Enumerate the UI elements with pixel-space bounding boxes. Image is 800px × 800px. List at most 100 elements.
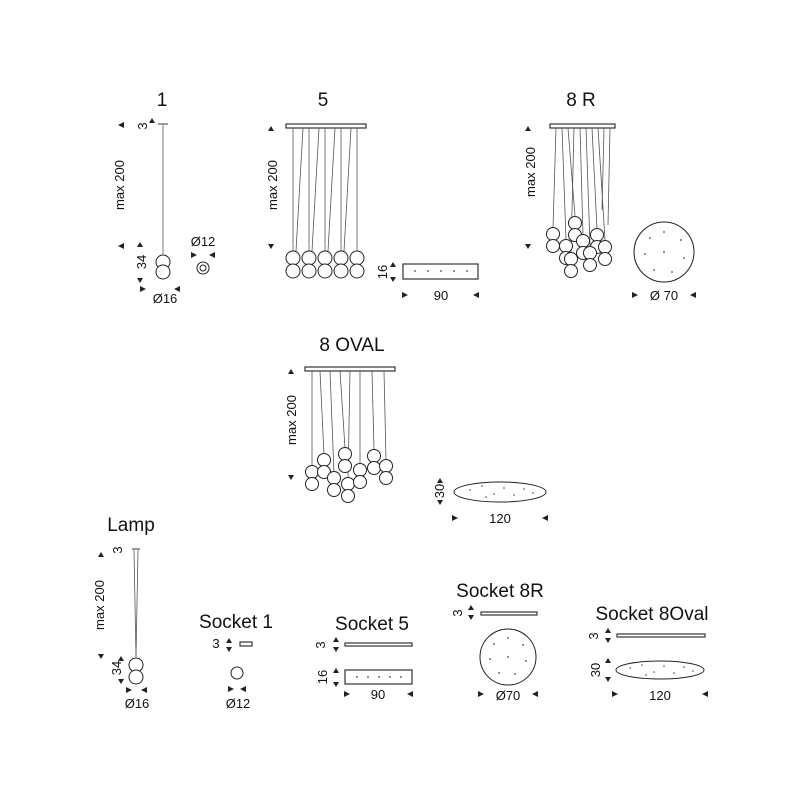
arrow-icon (118, 656, 124, 661)
canopy (304, 366, 396, 372)
diameter-label: Ø16 (125, 696, 150, 711)
lamp-title: Lamp (107, 515, 155, 536)
canopy-height-label: 30 (432, 484, 447, 498)
canopy-height-label: 3 (110, 546, 125, 553)
socket-depth-label: 16 (315, 670, 330, 684)
socket-5: Socket 5 3 16 90 (313, 614, 413, 702)
arrow-icon (141, 687, 147, 693)
arrow-icon (333, 647, 339, 652)
socket-diameter-label: Ø70 (496, 688, 521, 703)
arrow-icon (118, 122, 124, 128)
socket-side (616, 633, 706, 638)
height-label: max 200 (523, 147, 538, 197)
arrow-icon (605, 638, 611, 643)
socket-8r-title: Socket 8R (456, 581, 544, 602)
arrow-icon (98, 552, 104, 557)
arrow-icon (98, 654, 104, 659)
canopy-width-label: 90 (434, 288, 448, 303)
arrow-icon (690, 292, 696, 298)
arrow-icon (174, 286, 180, 292)
variant-1-title: 1 (157, 90, 168, 111)
socket-height-label: 3 (450, 609, 465, 616)
socket-8r: Socket 8R 3 Ø70 (450, 581, 544, 703)
variant-8oval: 8 OVAL max 200 (284, 335, 548, 526)
socket-ring (199, 264, 207, 272)
socket-plan (230, 666, 244, 680)
socket-diameter-label: Ø12 (191, 234, 216, 249)
canopy-plan (453, 481, 547, 503)
sphere-height-label: 34 (134, 255, 149, 269)
cable (135, 549, 139, 658)
arrow-icon (437, 478, 443, 483)
canopy-holes (414, 270, 468, 272)
arrow-icon (191, 252, 197, 258)
socket-height-label: 3 (212, 636, 219, 651)
arrow-icon (226, 647, 232, 652)
arrow-icon (525, 244, 531, 249)
arrow-icon (344, 691, 350, 697)
socket-depth-label: 30 (588, 663, 603, 677)
arrow-icon (468, 615, 474, 620)
arrow-icon (402, 292, 408, 298)
socket-8oval-title: Socket 8Oval (596, 604, 709, 625)
arrow-icon (632, 292, 638, 298)
socket-side (344, 642, 413, 647)
socket-width-label: 120 (649, 688, 671, 703)
variant-8r-title: 8 R (566, 90, 596, 111)
diameter-label: Ø16 (153, 291, 178, 306)
arrow-icon (333, 682, 339, 687)
arrow-icon (437, 500, 443, 505)
canopy (285, 123, 367, 129)
variant-5-title: 5 (318, 90, 329, 111)
arrow-icon (452, 515, 458, 521)
arrow-icon (478, 691, 484, 697)
arrow-icon (268, 126, 274, 131)
sphere-height-label: 34 (109, 661, 124, 675)
socket-8oval: Socket 8Oval 3 30 120 (586, 604, 709, 703)
arrow-icon (228, 686, 234, 692)
variant-5: 5 max 200 16 (265, 90, 479, 303)
pendants (546, 127, 612, 278)
lamp: Lamp 3 max 200 34 Ø16 (92, 515, 155, 711)
canopy-diameter-label: Ø 70 (650, 288, 678, 303)
arrow-icon (209, 252, 215, 258)
arrow-icon (137, 242, 143, 247)
arrow-icon (605, 677, 611, 682)
arrow-icon (390, 277, 396, 282)
arrow-icon (542, 515, 548, 521)
arrow-icon (118, 243, 124, 249)
arrow-icon (612, 691, 618, 697)
arrow-icon (407, 691, 413, 697)
arrow-icon (288, 475, 294, 480)
socket-diameter-label: Ø12 (226, 696, 251, 711)
sphere (128, 669, 144, 685)
variant-8r: 8 R max 200 (523, 90, 696, 303)
canopy-width-label: 120 (489, 511, 511, 526)
socket-holes (629, 664, 694, 676)
canopy-holes (644, 231, 685, 273)
socket-1-title: Socket 1 (199, 612, 273, 633)
socket-side (239, 641, 253, 647)
cable (133, 549, 137, 658)
arrow-icon (149, 118, 155, 123)
arrow-icon (333, 668, 339, 673)
height-label: max 200 (112, 160, 127, 210)
arrow-icon (126, 687, 132, 693)
arrow-icon (333, 637, 339, 642)
socket-5-title: Socket 5 (335, 614, 409, 635)
socket-width-label: 90 (371, 687, 385, 702)
arrow-icon (240, 686, 246, 692)
arrow-icon (605, 658, 611, 663)
height-label: max 200 (284, 395, 299, 445)
socket-height-label: 3 (586, 632, 601, 639)
variant-8oval-title: 8 OVAL (319, 335, 384, 356)
arrow-icon (226, 638, 232, 643)
socket-plan (615, 660, 705, 680)
pendants (285, 127, 365, 279)
arrow-icon (525, 126, 531, 131)
arrow-icon (473, 292, 479, 298)
sphere (155, 264, 171, 280)
arrow-icon (137, 278, 143, 283)
arrow-icon (702, 691, 708, 697)
arrow-icon (268, 244, 274, 249)
